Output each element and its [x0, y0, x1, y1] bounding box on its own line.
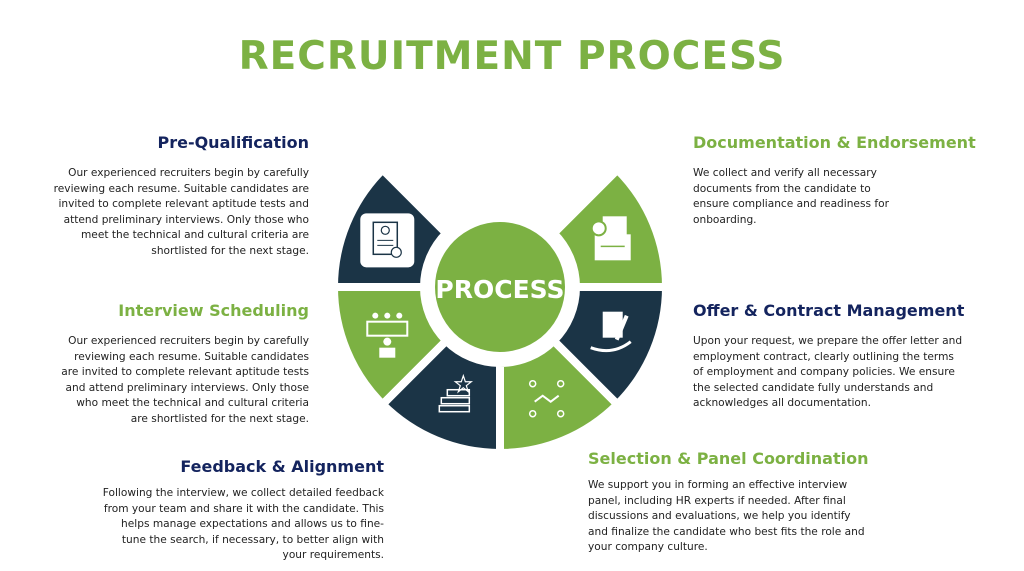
- section-body: We collect and verify all necessary docu…: [693, 167, 889, 226]
- section-heading: Interview Scheduling: [118, 301, 309, 320]
- resume-document-icon: [360, 213, 415, 268]
- section-interview-scheduling: Interview Scheduling Our experienced rec…: [60, 301, 309, 427]
- handshake-team-icon: [528, 379, 565, 418]
- section-heading: Documentation & Endorsement: [693, 133, 976, 152]
- interview-panel-icon: [366, 312, 409, 358]
- section-feedback-alignment: Feedback & Alignment Following the inter…: [100, 457, 384, 564]
- center-label: PROCESS: [435, 275, 564, 304]
- books-achievement-icon: [438, 373, 474, 413]
- section-heading: Pre-Qualification: [157, 133, 309, 152]
- section-heading: Feedback & Alignment: [180, 457, 384, 476]
- page-title: RECRUITMENT PROCESS: [238, 34, 786, 79]
- contract-hand-icon: [590, 311, 632, 353]
- section-selection-panel: Selection & Panel Coordination We suppor…: [588, 449, 873, 556]
- section-heading: Offer & Contract Management: [693, 301, 965, 320]
- center-circle: [435, 222, 565, 352]
- folder-documents-icon: [590, 216, 631, 261]
- section-body: Following the interview, we collect deta…: [102, 487, 384, 561]
- section-offer-contract: Offer & Contract Management Upon your re…: [693, 301, 965, 412]
- section-documentation: Documentation & Endorsement We collect a…: [693, 133, 976, 228]
- section-body: We support you in forming an effective i…: [588, 479, 865, 553]
- section-body: Upon your request, we prepare the offer …: [693, 335, 963, 409]
- section-body: Our experienced recruiters begin by care…: [53, 167, 309, 257]
- section-pre-qualification: Pre-Qualification Our experienced recrui…: [36, 133, 309, 259]
- section-heading: Selection & Panel Coordination: [588, 449, 869, 468]
- section-body: Our experienced recruiters begin by care…: [61, 335, 309, 425]
